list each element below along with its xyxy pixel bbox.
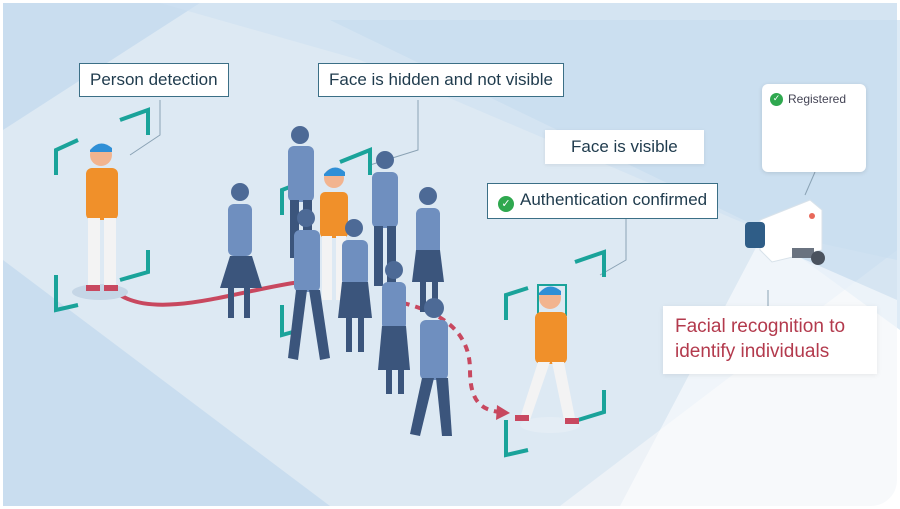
crowd (220, 126, 452, 436)
facial-recognition-line1: Facial recognition to (675, 316, 846, 337)
check-icon: ✓ (498, 196, 514, 212)
crowd-person (372, 151, 398, 286)
detection-frame-left (54, 107, 150, 313)
face-visible-label: Face is visible (545, 130, 704, 164)
face-hidden-text: Face is hidden and not visible (329, 70, 553, 89)
camera-beam (330, 20, 900, 330)
person-detection-label: Person detection (79, 63, 229, 97)
person-orange-crowd (320, 167, 348, 300)
floor-shadow (3, 260, 330, 506)
registered-text: Registered (788, 92, 847, 106)
security-camera (745, 199, 825, 265)
detection-frame-right (504, 249, 606, 458)
facial-recognition-label: Facial recognition to identify individua… (663, 306, 877, 374)
face-visible-text: Face is visible (571, 137, 678, 156)
auth-confirmed-text: Authentication confirmed (520, 190, 708, 209)
person-orange-left (72, 143, 128, 300)
crowd-person (338, 219, 372, 352)
crowd-person (378, 261, 410, 394)
path-dashed (389, 298, 501, 414)
auth-confirmed-label: ✓ Authentication confirmed (487, 183, 719, 219)
facial-recognition-line2: identify individuals (675, 341, 830, 362)
crowd-person (410, 298, 452, 436)
check-icon: ✓ (770, 93, 783, 106)
crowd-person (288, 126, 314, 258)
crowd-person (412, 187, 444, 312)
path-solid (118, 280, 301, 307)
registered-card: ✓ Registered (762, 84, 866, 172)
face-hidden-label: Face is hidden and not visible (318, 63, 564, 97)
person-detection-text: Person detection (90, 70, 218, 89)
crowd-person (220, 183, 262, 318)
person-orange-right (515, 286, 580, 433)
crowd-person (288, 209, 330, 360)
